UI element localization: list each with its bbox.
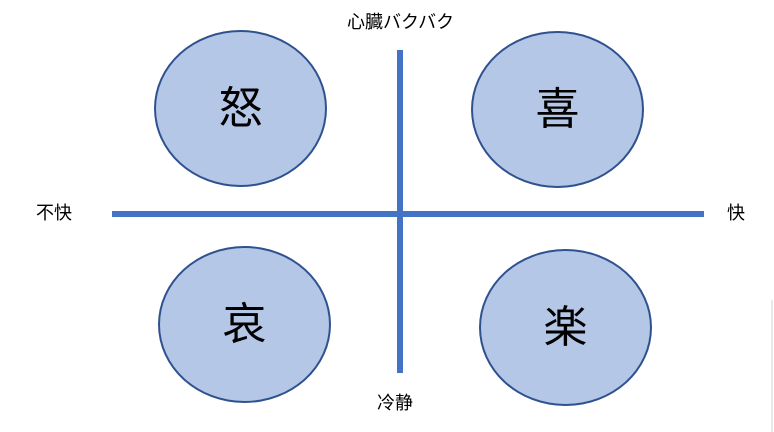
- axis-label-left: 不快: [36, 203, 72, 224]
- quadrant-top-right-circle: 喜: [471, 31, 644, 188]
- axis-label-right: 快: [727, 203, 745, 224]
- horizontal-axis-line: [112, 211, 704, 217]
- quadrant-top-left-label: 怒: [218, 82, 263, 134]
- quadrant-bottom-left-circle: 哀: [158, 246, 331, 403]
- edge-divider: [771, 300, 773, 432]
- axis-label-bottom: 冷静: [377, 393, 413, 414]
- quadrant-bottom-left-label: 哀: [222, 298, 267, 350]
- quadrant-bottom-right-label: 楽: [543, 301, 588, 353]
- vertical-axis-line: [397, 50, 403, 373]
- quadrant-top-right-label: 喜: [535, 83, 580, 135]
- quadrant-top-left-circle: 怒: [154, 30, 327, 187]
- quadrant-bottom-right-circle: 楽: [479, 249, 652, 406]
- axis-label-top: 心臓バクバク: [347, 12, 455, 33]
